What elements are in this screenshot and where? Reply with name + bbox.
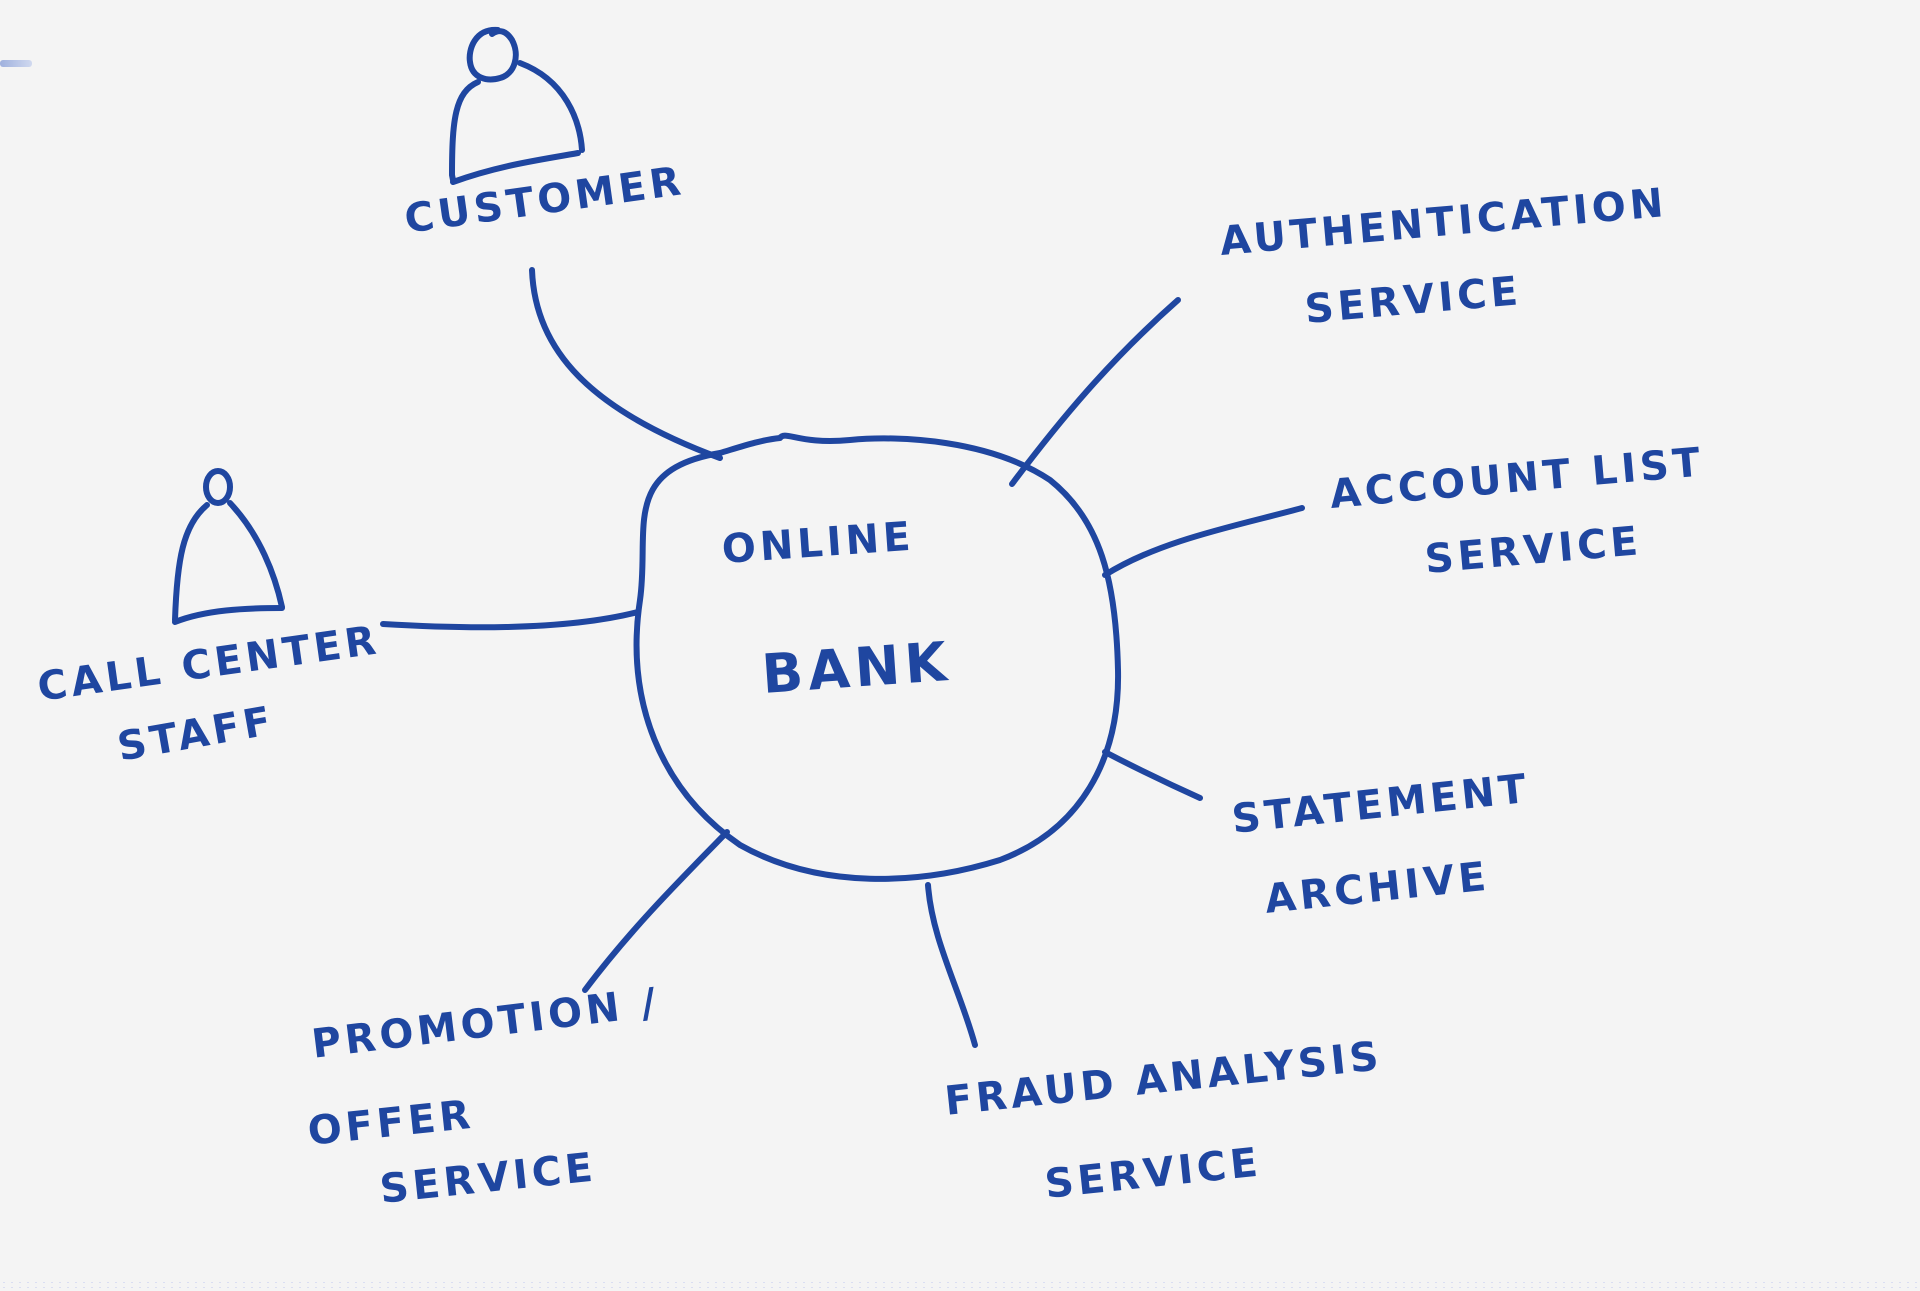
connector-authentication	[1009, 297, 1181, 487]
connector-customer	[529, 267, 723, 461]
connector-call-center-staff	[380, 609, 641, 631]
connector-fraud-analysis	[925, 882, 978, 1048]
online-bank-circle	[633, 432, 1122, 882]
bottom-edge-noise	[0, 1280, 1920, 1291]
edge-pen-mark	[0, 60, 32, 67]
connector-account-list	[1102, 505, 1305, 578]
connector-statement-archive	[1102, 749, 1203, 801]
connector-promotion-offer	[582, 829, 730, 993]
customer-person-icon	[449, 26, 585, 185]
online-bank-label-line2: BANK	[759, 629, 954, 706]
call-center-staff-person-icon	[172, 468, 285, 625]
